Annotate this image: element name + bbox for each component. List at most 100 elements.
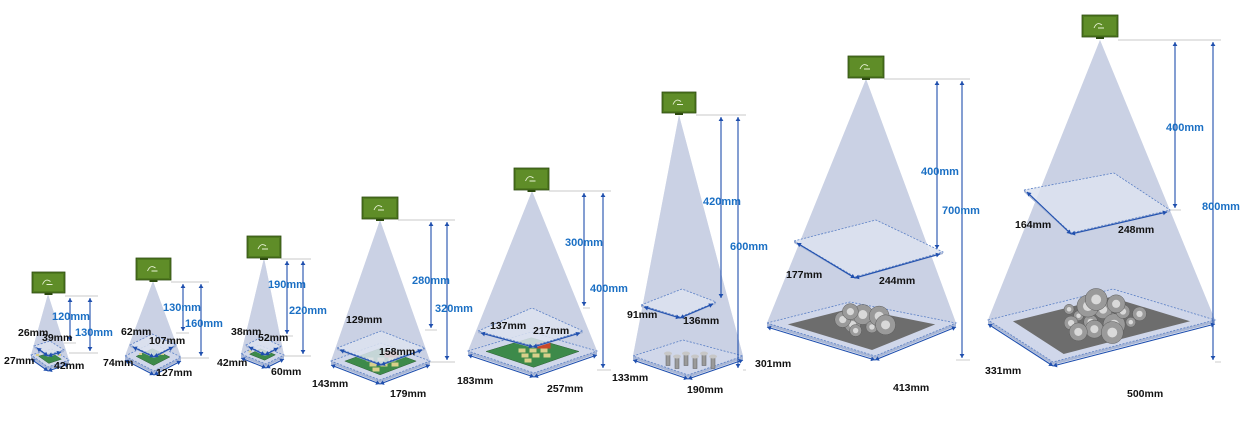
bolt-head [682,351,690,356]
pcb-component [161,353,164,355]
lower-near-dimension-arrow [330,364,381,385]
upper-far-width-label: 244mm [879,275,915,287]
mechanical-part-bore [858,310,868,320]
field-of-view-cone-back [633,115,743,356]
lower-far-dimension-arrow [533,354,598,378]
upper-working-distance-label: 130mm [163,302,201,314]
lower-plane-edge [31,355,69,370]
pcb-component [518,348,526,353]
upper-plane-edge [794,241,943,279]
lower-near-dimension-arrow [632,359,689,380]
pcb-component [139,353,142,355]
upper-near-width-label: 38mm [231,326,261,338]
camera-icon [31,271,66,295]
upper-field-plane [245,336,282,355]
lower-far-dimension-arrow [265,358,285,369]
upper-near-width-label: 129mm [346,314,382,326]
upper-plane-edge [34,346,64,357]
lower-near-dimension-arrow [240,357,267,369]
upper-working-distance-label: 420mm [703,196,741,208]
upper-far-dimension-arrow [532,331,581,349]
mechanical-part-bore [1091,294,1102,305]
upper-near-width-label: 137mm [490,320,526,332]
upper-field-plane [335,330,427,365]
lower-far-width-label: 127mm [156,367,192,379]
upper-far-width-label: 39mm [42,332,72,344]
lower-near-width-label: 301mm [755,358,791,370]
pcb-component [524,358,532,363]
lower-distance-arrow [87,298,93,351]
mechanical-part-bore [1107,327,1118,338]
upper-field-plane [33,340,65,356]
lower-near-width-label: 331mm [985,365,1021,377]
upper-distance-arrow [1172,42,1178,208]
upper-far-width-label: 158mm [379,346,415,358]
upper-near-width-label: 91mm [627,309,657,321]
upper-distance-arrow [284,261,290,334]
camera-icon [847,55,885,80]
upper-plane-edge [130,345,176,358]
lower-far-dimension-arrow [47,362,70,373]
pcb-component [536,342,551,349]
lower-far-dimension-arrow [874,326,957,361]
pcb-component [540,348,548,353]
upper-field-plane [476,307,585,347]
lower-working-distance-label: 220mm [289,305,327,317]
upper-far-dimension-arrow [47,350,62,358]
upper-field-plane [792,219,945,278]
lower-working-distance-label: 320mm [435,303,473,315]
lower-near-width-label: 183mm [457,375,493,387]
lower-distance-arrow [198,284,204,356]
pcb-component [369,362,377,367]
upper-distance-arrow [428,222,434,328]
pcb-component [529,348,537,353]
upper-far-dimension-arrow [854,252,941,280]
lower-plane-edge [125,356,181,374]
camera-icon [1081,14,1119,39]
upper-working-distance-label: 300mm [565,237,603,249]
field-of-view-cone-back [468,191,597,351]
upper-far-dimension-arrow [1070,210,1168,236]
pcb-component [58,354,61,356]
bolt-head [700,351,708,356]
mechanical-part-bore [852,327,859,334]
mechanical-part-bore [869,324,875,330]
bolt-head [691,354,699,359]
lower-far-width-label: 42mm [54,360,84,372]
upper-near-dimension-arrow [796,242,856,279]
upper-far-width-label: 248mm [1118,224,1154,236]
lower-near-dimension-arrow [124,359,155,376]
mechanical-part-bore [1128,319,1134,325]
upper-field-plane [639,288,718,318]
upper-near-width-label: 177mm [786,269,822,281]
lower-working-distance-label: 160mm [185,318,223,330]
upper-far-width-label: 136mm [683,315,719,327]
bolt-head [673,354,681,359]
lower-working-distance-label: 130mm [75,327,113,339]
lower-far-width-label: 413mm [893,382,929,394]
lower-plane-edge [241,354,284,367]
lower-far-dimension-arrow [687,359,744,380]
lower-distance-arrow [1210,42,1216,360]
mechanical-part-bore [1074,327,1083,336]
lower-near-dimension-arrow [766,325,876,362]
upper-far-width-label: 217mm [533,325,569,337]
lower-near-dimension-arrow [987,323,1054,367]
camera-icon [135,257,172,282]
upper-near-dimension-arrow [248,346,266,356]
lower-distance-arrow [600,193,606,368]
upper-distance-arrow [180,284,186,331]
mechanical-part-bore [839,315,847,324]
field-of-view-cone-back [31,294,69,360]
camera-icon [513,167,550,192]
upper-near-width-label: 26mm [18,327,48,339]
lower-distance-arrow [300,261,306,354]
upper-far-dimension-arrow [264,347,279,356]
